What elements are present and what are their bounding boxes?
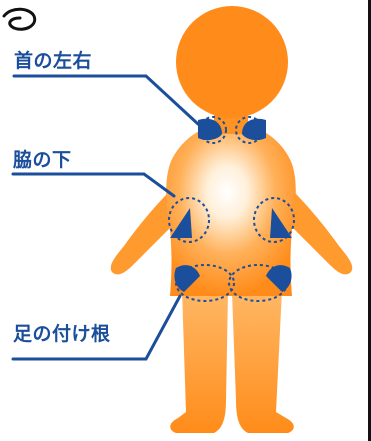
- legs: [170, 290, 294, 433]
- label-groin: 足の付け根: [13, 319, 111, 346]
- neck-leader-line: [14, 76, 198, 124]
- curl-glyph-icon: [4, 9, 35, 29]
- label-armpit: 脇の下: [13, 145, 72, 172]
- armpit-leader-line: [13, 174, 174, 196]
- label-neck: 首の左右: [14, 46, 92, 73]
- head: [176, 6, 288, 134]
